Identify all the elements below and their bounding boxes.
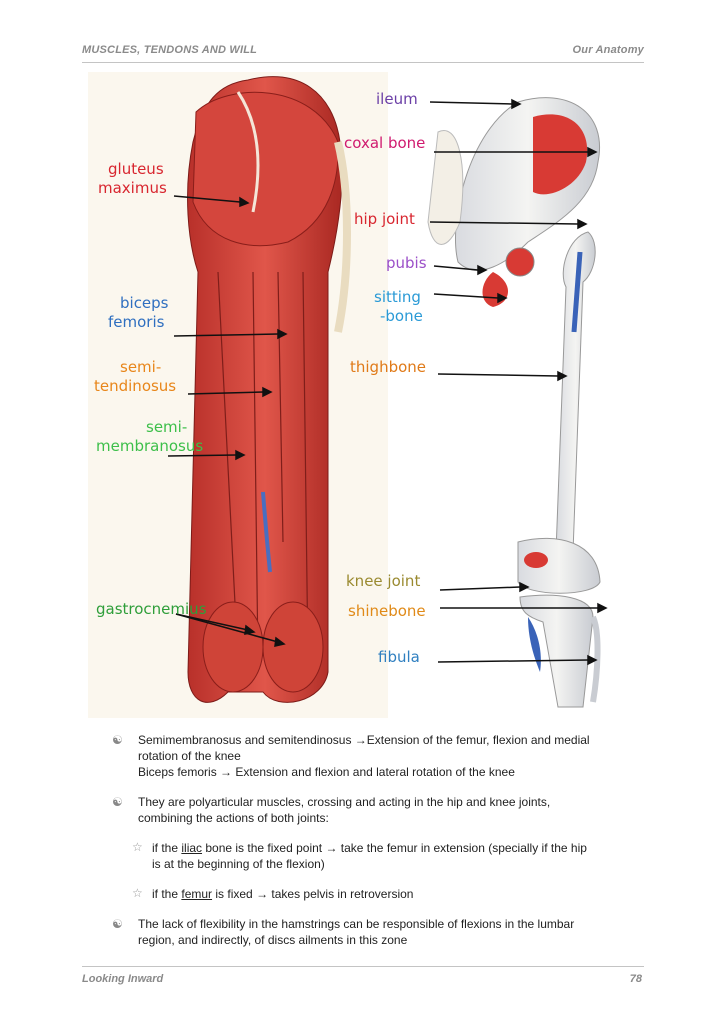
header-rule	[82, 62, 644, 63]
label-pubis: pubis	[386, 254, 427, 273]
label-hip-joint: hip joint	[354, 210, 415, 229]
label-gastrocnemius: gastrocnemius	[96, 600, 207, 619]
star-outline-icon: ☆	[132, 839, 143, 855]
sub-item-iliac: ☆ if the iliac bone is the fixed point →…	[112, 840, 642, 872]
page-number: 78	[630, 973, 642, 985]
label-semitendinosus: semi-tendinosus	[94, 358, 176, 396]
bullet-list: ☯ Semimembranosus and semitendinosus →Ex…	[112, 732, 642, 948]
label-thighbone: thighbone	[350, 358, 426, 377]
footer-rule	[82, 966, 644, 967]
label-fibula: fibula	[378, 648, 420, 667]
yin-yang-icon: ☯	[112, 916, 123, 932]
sub-item-femur: ☆ if the femur is fixed → takes pelvis i…	[112, 886, 642, 902]
arrow-icon: →	[220, 765, 232, 779]
arrow-icon: →	[325, 841, 337, 855]
arrow-icon: →	[355, 733, 367, 747]
yin-yang-icon: ☯	[112, 732, 123, 748]
yin-yang-icon: ☯	[112, 794, 123, 810]
bullet-item-2: ☯ They are polyarticular muscles, crossi…	[112, 794, 642, 826]
label-shinebone: shinebone	[348, 602, 426, 621]
bullet-item-1: ☯ Semimembranosus and semitendinosus →Ex…	[112, 732, 642, 780]
bullet-item-3: ☯ The lack of flexibility in the hamstri…	[112, 916, 642, 948]
label-sitting-bone: sitting-bone	[374, 288, 423, 326]
hip-and-leg-bones	[428, 98, 600, 707]
header-right: Our Anatomy	[573, 44, 644, 56]
header-left: MUSCLES, TENDONS AND WILL	[82, 44, 257, 56]
star-outline-icon: ☆	[132, 885, 143, 901]
label-ileum: ileum	[376, 90, 418, 109]
footer-left: Looking Inward	[82, 973, 163, 985]
arrow-icon: →	[256, 887, 268, 901]
label-coxal-bone: coxal bone	[344, 134, 425, 153]
label-semimembranosus: semi-membranosus	[96, 418, 203, 456]
label-knee-joint: knee joint	[346, 572, 420, 591]
